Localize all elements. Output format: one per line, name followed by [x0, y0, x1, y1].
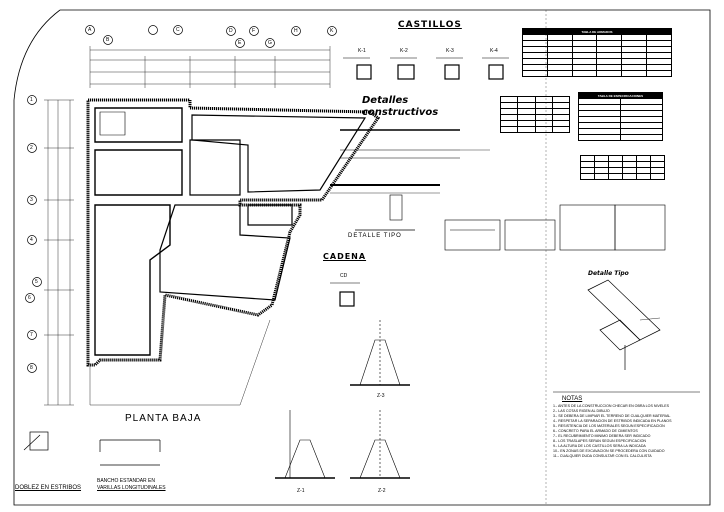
axis-label-4: 4: [30, 237, 33, 243]
left-dimension-lines: [44, 99, 74, 406]
note-item: 9.- LA ALTURA DE LOS CASTILLOS SERA LA I…: [553, 444, 646, 448]
axis-label-6: 6: [28, 295, 31, 301]
detalles-title: Detalles constructivos: [362, 95, 439, 118]
axis-label-f: F: [252, 28, 256, 34]
castillo-k3-label: K-3: [446, 48, 454, 54]
axis-label-2: 2: [30, 145, 33, 151]
axis-label-g: G: [268, 40, 272, 46]
cadena-title: CADENA: [323, 252, 367, 261]
cadena-cd-label: CD: [340, 273, 348, 279]
axis-label-3: 3: [30, 197, 33, 203]
footing-z2: [350, 410, 410, 479]
note-item: 3.- SE DEBERA DE LIMPIAR EL TERRENO DE C…: [553, 414, 671, 418]
note-item: 1.- ANTES DE LA CONSTRUCCION CHECAR EN O…: [553, 404, 670, 408]
note-item: 7.- EL RECUBRIMIENTO MINIMO DEBERA SER I…: [553, 434, 651, 438]
detalle-tipo-iso-title: Detalle Tipo: [588, 270, 629, 277]
constructive-details: [330, 129, 666, 251]
materials-table: TABLA DE ESPECIFICACIONES: [578, 92, 664, 141]
axis-label-1: 1: [30, 97, 33, 103]
note-item: 2.- LAS COTAS RIGEN AL DIBUJO: [553, 409, 610, 413]
isometric-detail: [587, 279, 661, 370]
castillo-k2-label: K-2: [400, 48, 408, 54]
note-item: 8.- LOS TRASLAPES SERAN SEGUN ESPECIFICA…: [553, 439, 646, 443]
footing-z2-label: Z-2: [378, 488, 386, 494]
castillos-title: CASTILLOS: [398, 20, 462, 30]
axis-bubbles-left: [25, 95, 42, 373]
footing-z3-label: Z-3: [377, 393, 385, 399]
axis-bubbles-top: [85, 25, 337, 48]
castillos-table: TABLA DE ARMADOS: [522, 28, 673, 77]
axis-label-c: C: [176, 27, 180, 33]
footing-z1-label: Z-1: [297, 488, 305, 494]
axis-label-7: 7: [30, 332, 33, 338]
cadena-section: [330, 282, 360, 307]
stirrups-table: [580, 155, 665, 180]
axis-label-d: D: [229, 28, 233, 34]
note-item: 4.- RESPETAR LA SEPARACION DE ESTRIBOS I…: [553, 419, 672, 423]
footing-z1: [275, 410, 335, 479]
foundation-plan: [86, 98, 381, 406]
caption-doblez: DOBLEZ EN ESTRIBOS: [15, 485, 82, 491]
planta-baja-title: PLANTA BAJA: [125, 413, 202, 424]
axis-label-8: 8: [30, 365, 33, 371]
reinforcement-table: [499, 96, 571, 133]
notas-title: NOTAS: [562, 396, 583, 402]
axis-label-e: E: [238, 40, 242, 46]
axis-label-a: A: [88, 27, 92, 33]
top-dimension-lines: [89, 46, 331, 88]
detalle-tipo-title: DETALLE TIPO: [348, 233, 402, 239]
castillo-k1-label: K-1: [358, 48, 366, 54]
rebar-details: [23, 431, 161, 466]
axis-label-h: H: [294, 28, 298, 34]
footing-z3: [350, 320, 410, 386]
note-item: 5.- RESISTENCIA DE LOS MATERIALES SEGUN …: [553, 424, 665, 428]
note-item: 11.- CUALQUIER DUDA CONSULTAR CON EL CAL…: [553, 454, 652, 458]
caption-gancho-2: VARILLAS LONGITUDINALES: [97, 485, 166, 491]
castillo-k4-label: K-4: [490, 48, 498, 54]
axis-label-k: K: [330, 28, 334, 34]
caption-gancho-1: BANCHO ESTANDAR EN: [97, 478, 155, 484]
axis-label-b: B: [106, 37, 110, 43]
note-item: 10.- EN ZONAS DE EXCAVACION SE PROCEDERA…: [553, 449, 665, 453]
axis-label-5: 5: [35, 279, 38, 285]
sheet-border: [13, 9, 711, 506]
castillos-section: [343, 57, 509, 80]
notes-list: 1.- ANTES DE LA CONSTRUCCION CHECAR EN O…: [553, 404, 703, 459]
note-item: 6.- CONCRETO PARA EL ARMADO DE CIMIENTOS: [553, 429, 638, 433]
